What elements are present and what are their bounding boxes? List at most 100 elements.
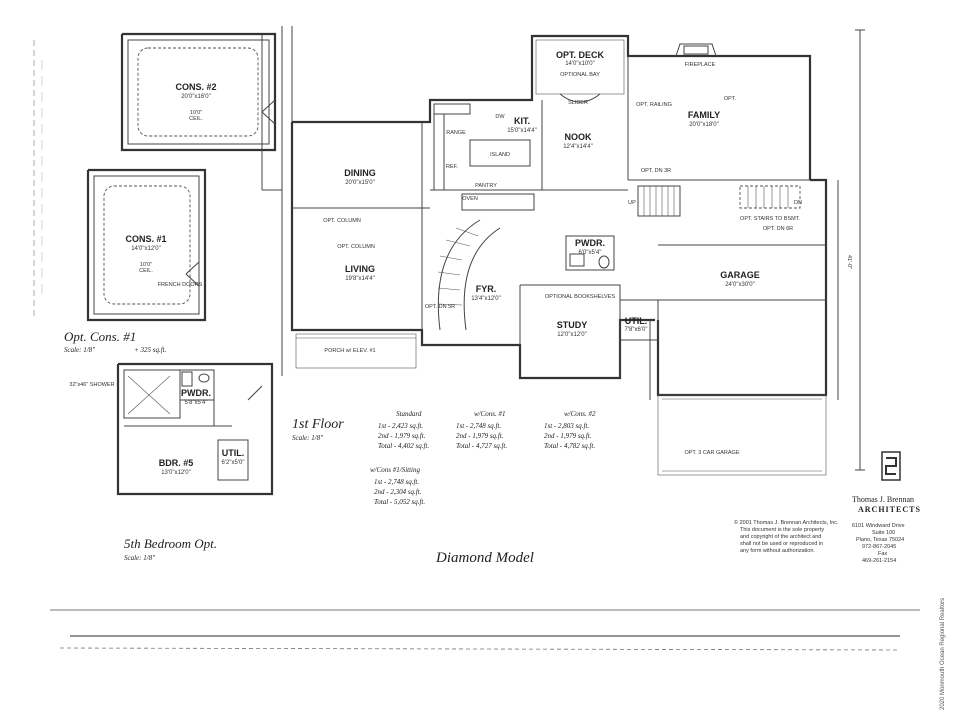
nook-dim: 12'4"x14'4"	[563, 144, 593, 150]
util-dim: 7'8"x6'0"	[625, 327, 648, 333]
fireplace-label: FIREPLACE	[685, 62, 716, 68]
sit-l1: 1st - 2,748 sq.ft.	[374, 478, 419, 486]
fireplace: FIREPLACE	[675, 43, 717, 68]
opt-cons1-title: Opt. Cons. #1	[64, 329, 136, 344]
bdr5-label: BDR. #5	[159, 458, 194, 468]
std-l3: Total - 4,402 sq.ft.	[378, 442, 429, 450]
cons1-note: 10'0"	[140, 262, 152, 268]
straight-stairs: OPT. STAIRS TO BSMT. DN UP	[628, 185, 802, 222]
garage-dim: 24'0"x30'0"	[725, 282, 755, 288]
util2-dim: 6'2"x5'0"	[222, 460, 245, 466]
sit-l2: 2nd - 2,304 sq.ft.	[374, 488, 422, 496]
dimension-41ft-label: 41'-0"	[846, 255, 852, 269]
garage3-label: OPT. 3 CAR GARAGE	[684, 450, 739, 456]
floor-scale: Scale: 1/8"	[292, 434, 323, 442]
firm-phone: 972-867-2045	[862, 544, 896, 550]
firm-addr2: Suite 100	[872, 530, 895, 536]
c2-title: w/Cons. #2	[564, 410, 596, 418]
optdn2-label: OPT. DN 5R	[425, 304, 455, 310]
bookshelves-label: OPTIONAL BOOKSHELVES	[545, 294, 615, 300]
copyright-3: and copyright of the architect and	[740, 534, 821, 540]
opt-label: OPT.	[724, 96, 737, 102]
railing-label: OPT. RAILING	[636, 102, 672, 108]
curved-stair	[437, 219, 501, 331]
stairs-bsmt-label: OPT. STAIRS TO BSMT.	[740, 216, 800, 222]
copyright-1: © 2001 Thomas J. Brennan Architects, Inc…	[734, 519, 839, 526]
cons2-label: CONS. #2	[175, 82, 216, 92]
opt-cons1-scale: Scale: 1/8"	[64, 346, 95, 354]
living-label: LIVING	[345, 264, 375, 274]
kitchen-fixtures: ISLAND RANGE REF. PANTRY OVEN DW	[433, 103, 535, 211]
pwdr-fixtures	[569, 253, 610, 269]
ref-label: REF.	[446, 164, 458, 170]
family-dim: 20'0"x18'0"	[689, 122, 719, 128]
sit-title: w/Cons #1/Sitting	[370, 466, 420, 474]
optdn-label: OPT. DN 3R	[641, 168, 671, 174]
opt-deck: OPT. DECK 14'0"x10'0" OPTIONAL BAY SLIDE…	[535, 39, 625, 106]
study-label: STUDY	[557, 320, 588, 330]
c2-l1: 1st - 2,803 sq.ft.	[544, 422, 589, 430]
c1-l3: Total - 4,727 sq.ft.	[456, 442, 507, 450]
floor-title: 1st Floor	[292, 417, 344, 432]
living-dim: 19'8"x14'4"	[345, 276, 375, 282]
oven-label: OVEN	[462, 196, 478, 202]
dimension-41ft: 41'-0"	[846, 29, 865, 471]
porch-label: PORCH w/ ELEV. #1	[324, 348, 375, 354]
model-title: Diamond Model	[435, 550, 534, 566]
pwdr-dim: 6'0"x5'4"	[579, 250, 602, 256]
bed5-scale: Scale: 1/8"	[124, 554, 155, 562]
kit-dim: 15'0"x14'4"	[507, 128, 537, 134]
deck-dim: 14'0"x10'0"	[565, 61, 595, 67]
dining-dim: 20'0"x15'0"	[345, 180, 375, 186]
column-label: OPT. COLUMN	[323, 218, 361, 224]
study-dim: 12'0"x12'0"	[557, 332, 587, 338]
cons1-dim: 14'0"x12'0"	[131, 246, 161, 252]
firm-logo: Thomas J. Brennan ARCHITECTS 6101 Windwa…	[852, 451, 920, 564]
column2-label: OPT. COLUMN	[337, 244, 375, 250]
pwdr2-dim: 5'8"x5'4"	[185, 400, 208, 406]
up-label: UP	[628, 200, 636, 206]
optdn3-label: OPT. DN 6R	[763, 226, 793, 232]
util-label: UTIL.	[625, 316, 648, 326]
opt-cons1-area: + 325 sq.ft.	[134, 346, 167, 354]
bed5-title: 5th Bedroom Opt.	[124, 536, 217, 551]
cons1-room: CONS. #1 14'0"x12'0" 10'0" CEIL. FRENCH …	[86, 168, 207, 322]
c1-title: w/Cons. #1	[474, 410, 506, 418]
std-l2: 2nd - 1,979 sq.ft.	[378, 432, 426, 440]
cons2-room: CONS. #2 20'0"x16'0" 10'0" CEIL.	[120, 32, 282, 191]
dn-label: DN	[794, 200, 802, 206]
cons2-dim: 20'0"x16'0"	[181, 94, 211, 100]
firm-addr1: 6101 Windward Drive	[852, 523, 905, 529]
area-tables: Standard 1st - 2,423 sq.ft. 2nd - 1,979 …	[370, 410, 596, 506]
dw-label: DW	[495, 114, 505, 120]
slider-label: SLIDER	[568, 100, 588, 106]
bay-label: OPTIONAL BAY	[560, 72, 600, 78]
left-edge-marks	[33, 40, 43, 320]
copyright-5: any form without authorization.	[740, 548, 815, 554]
garage-label: GARAGE	[720, 270, 760, 280]
nook-label: NOOK	[565, 132, 593, 142]
foyer-dim: 13'4"x12'0"	[471, 296, 501, 302]
cons1-note2: CEIL.	[139, 268, 153, 274]
family-label: FAMILY	[688, 110, 720, 120]
c2-l3: Total - 4,782 sq.ft.	[544, 442, 595, 450]
cons2-note2: CEIL.	[189, 116, 203, 122]
pantry-label: PANTRY	[475, 183, 497, 189]
pwdr2-label: PWDR.	[181, 388, 211, 398]
bottom-rules	[50, 609, 920, 651]
cons2-note: 10'0"	[190, 110, 202, 116]
room-labels: DINING 20'0"x15'0" LIVING 19'8"x14'4" KI…	[323, 96, 793, 338]
deck-label: OPT. DECK	[556, 50, 605, 60]
shower-label: 32"x46" SHOWER	[69, 382, 114, 388]
copyright-2: This document is the sole property	[740, 527, 824, 533]
firm-addr3: Plano, Texas 75024	[856, 537, 904, 543]
opt-3car-garage: OPT. 3 CAR GARAGE	[657, 394, 827, 476]
std-l1: 1st - 2,423 sq.ft.	[378, 422, 423, 430]
copyright-4: shall not be used or reproduced in	[740, 541, 823, 547]
porch: PORCH w/ ELEV. #1	[295, 333, 417, 369]
range-label: RANGE	[446, 130, 466, 136]
c2-l2: 2nd - 1,979 sq.ft.	[544, 432, 592, 440]
kit-label: KIT.	[514, 116, 530, 126]
island-label: ISLAND	[490, 152, 510, 158]
